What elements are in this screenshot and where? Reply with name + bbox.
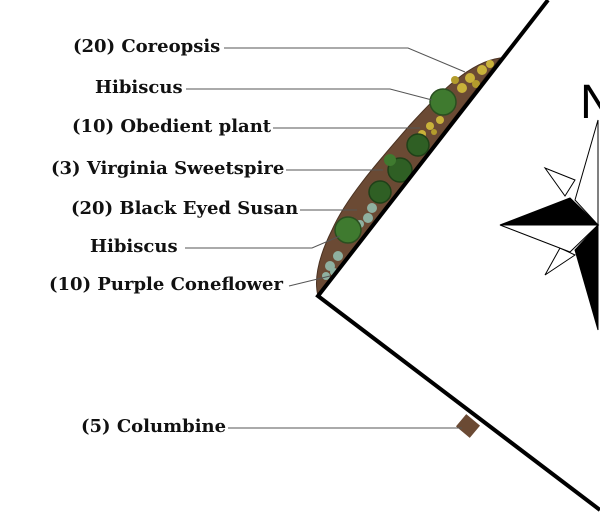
- label-black-eyed-susan: (20) Black Eyed Susan: [71, 198, 299, 219]
- virginia-sweetspire-shrubs: [368, 133, 430, 204]
- hibiscus-lower: [334, 216, 362, 244]
- label-obedient-plant: (10) Obedient plant: [72, 116, 272, 137]
- label-hibiscus-lower: Hibiscus: [90, 236, 178, 257]
- north-letter: N: [580, 76, 600, 129]
- label-coreopsis: (20) Coreopsis: [73, 36, 221, 57]
- black-eyed-susan-plants: [356, 203, 377, 228]
- hibiscus-upper: [429, 88, 457, 116]
- leader-lines: [185, 47, 466, 429]
- label-columbine: (5) Columbine: [81, 416, 227, 437]
- house-outline: [315, 0, 600, 512]
- compass-rose: [499, 119, 600, 331]
- label-virginia-sweetspire: (3) Virginia Sweetspire: [51, 158, 285, 179]
- coreopsis-plants: [451, 60, 494, 93]
- columbine-bed: [455, 414, 481, 438]
- label-hibiscus-upper: Hibiscus: [95, 77, 183, 98]
- label-purple-coneflower: (10) Purple Coneflower: [49, 274, 283, 295]
